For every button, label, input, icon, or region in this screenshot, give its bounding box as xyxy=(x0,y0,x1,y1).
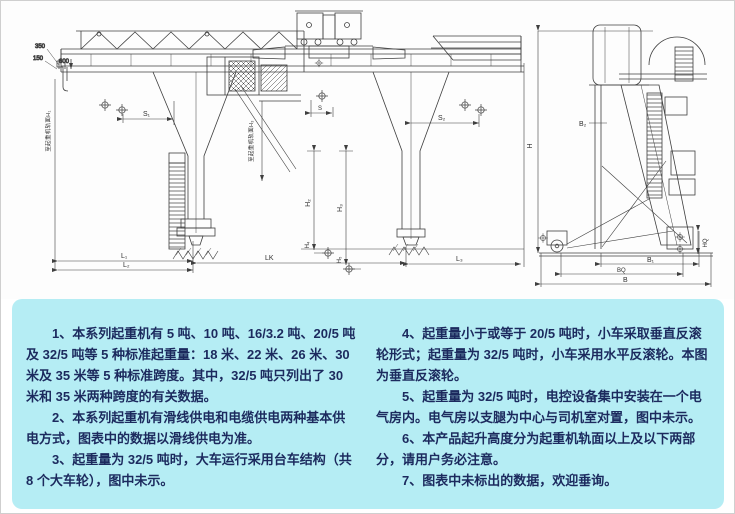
dim-label-h: H xyxy=(527,143,534,148)
dim-label-l2: L₂ xyxy=(123,262,130,269)
centerline-marks xyxy=(98,58,488,276)
note-item-3: 3、起重量为 32/5 吨时，大车运行采用台车结构（共 8 个大车轮），图中未示… xyxy=(26,452,352,489)
drawing-area: 350 150 600 xyxy=(1,1,734,299)
note-item-1: 1、本系列起重机有 5 吨、10 吨、16/3.2 吨、20/5 吨及 32/5… xyxy=(26,326,356,405)
notes-column-left: 1、本系列起重机有 5 吨、10 吨、16/3.2 吨、20/5 吨及 32/5… xyxy=(26,323,358,491)
front-dimensions xyxy=(52,63,525,273)
dim-label-b1: B₁ xyxy=(647,257,655,264)
side-leg-structure xyxy=(566,84,696,249)
dim-label-bq: BQ xyxy=(617,268,626,274)
dim-label-h4: H₄ xyxy=(305,241,311,248)
front-view: 350 150 600 xyxy=(33,10,525,276)
side-wheels xyxy=(537,226,713,257)
dim-label-150: 150 xyxy=(33,56,44,62)
dim-label-600: 600 xyxy=(59,59,70,65)
main-girder xyxy=(60,31,524,73)
side-dimensions xyxy=(535,25,712,287)
rail-height-note-mid: 至起重机轨面H₃ xyxy=(247,120,255,162)
note-item-4: 4、起重量小于或等于 20/5 吨时，小车采取垂直反滚轮形式；起重量为 32/5… xyxy=(376,326,708,384)
side-view: H B₂ B₁ BQ B HQ xyxy=(527,24,713,287)
note-item-7: 7、图表中未标出的数据，欢迎垂询。 xyxy=(402,473,618,489)
dim-label-l3: L₃ xyxy=(456,256,463,263)
girder-truss xyxy=(76,30,304,50)
left-end-bracket xyxy=(44,48,71,92)
operator-cab xyxy=(589,24,649,86)
rail-height-note-left: 至起重机轨面H₁ xyxy=(44,110,52,151)
dim-label-350: 350 xyxy=(35,44,46,50)
dim-label-s2: S₂ xyxy=(438,115,446,122)
dim-label-hq: HQ xyxy=(703,238,709,247)
left-leg xyxy=(152,71,237,260)
cable-arc xyxy=(619,36,707,82)
right-cantilever xyxy=(431,35,522,61)
dim-label-b2: B₂ xyxy=(579,121,587,128)
dim-label-h5: H₅ xyxy=(337,256,343,263)
notes-column-right: 4、起重量小于或等于 20/5 吨时，小车采取垂直反滚轮形式；起重量为 32/5… xyxy=(376,323,708,491)
right-leg xyxy=(372,71,450,256)
dim-label-b: B xyxy=(623,277,628,284)
note-item-2: 2、本系列起重机有滑线供电和电缆供电两种基本供电方式，图表中的数据以滑线供电为准… xyxy=(26,410,346,447)
machinery-house xyxy=(206,56,301,173)
note-item-5: 5、起重量为 32/5 吨时，电控设备集中安装在一个电气房内。电气房以支腿为中心… xyxy=(376,389,702,426)
dim-label-h2: H₂ xyxy=(305,199,312,207)
dim-label-l1: L₁ xyxy=(121,253,128,260)
dim-label-s1: S₁ xyxy=(143,111,151,118)
dim-label-h3: H₃ xyxy=(337,204,344,212)
notes-panel: 1、本系列起重机有 5 吨、10 吨、16/3.2 吨、20/5 吨及 32/5… xyxy=(12,299,724,509)
dim-label-s: S xyxy=(318,106,322,112)
gantry-crane-drawing: 350 150 600 xyxy=(33,10,713,287)
dim-label-lk: LK xyxy=(265,255,274,262)
note-item-6: 6、本产品起升高度分为起重机轨面以上及以下两部分，请用户务必注意。 xyxy=(376,431,696,468)
trolley xyxy=(252,10,406,60)
